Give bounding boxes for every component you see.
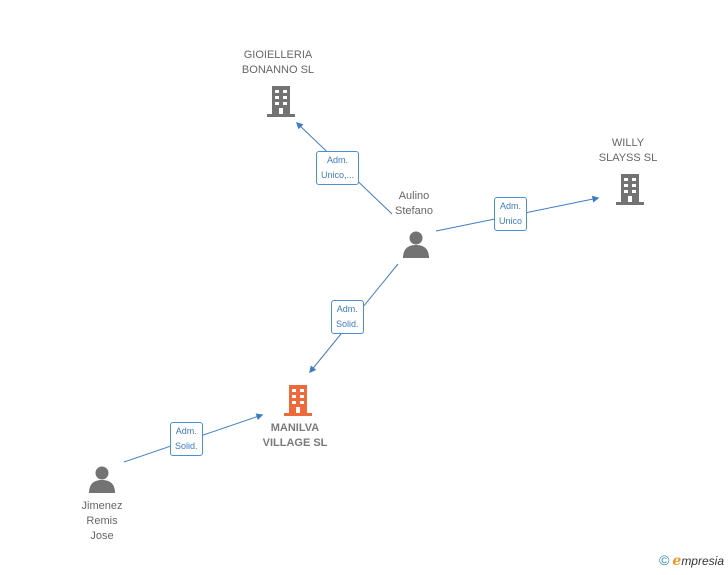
label-line: Jimenez [81, 500, 123, 512]
building-icon[interactable] [282, 383, 314, 417]
label-line: SLAYSS SL [598, 152, 658, 164]
edge-label-aulino-gioielleria[interactable]: Adm. Unico,... [316, 151, 360, 185]
edge-label-line: Unico,... [321, 170, 355, 180]
node-label-manilva[interactable]: MANILVA VILLAGE SL [245, 421, 345, 451]
label-line: GIOIELLERIA [243, 49, 313, 61]
person-icon[interactable] [401, 229, 431, 259]
building-icon[interactable] [265, 84, 297, 118]
edge-label-line: Solid. [175, 441, 198, 451]
node-label-willy[interactable]: WILLY SLAYSS SL [578, 136, 678, 166]
label-line: Jose [90, 530, 114, 542]
label-line: BONANNO SL [241, 64, 315, 76]
edge-label-line: Adm. [500, 201, 522, 211]
label-line: Aulino [398, 190, 430, 202]
node-label-aulino[interactable]: Aulino Stefano [364, 189, 464, 219]
brand-initial: e [672, 553, 682, 569]
edge-label-jimenez-manilva[interactable]: Adm. Solid. [170, 422, 203, 456]
label-line: VILLAGE SL [262, 437, 328, 449]
edge-label-line: Adm. [327, 155, 349, 165]
node-label-gioielleria[interactable]: GIOIELLERIA BONANNO SL [228, 48, 328, 78]
node-label-jimenez[interactable]: Jimenez Remis Jose [52, 499, 152, 544]
label-line: Remis [86, 515, 118, 527]
edge-label-aulino-manilva[interactable]: Adm. Solid. [331, 300, 364, 334]
building-icon[interactable] [614, 172, 646, 206]
brand-logo: ©empresia [659, 552, 724, 569]
edge-label-line: Unico [499, 216, 523, 226]
copyright-icon: © [659, 552, 670, 568]
edge-label-line: Adm. [175, 426, 197, 436]
person-icon[interactable] [87, 464, 117, 494]
edge-label-aulino-willy[interactable]: Adm. Unico [494, 197, 528, 231]
edge-label-line: Adm. [336, 304, 358, 314]
edge-label-line: Solid. [336, 319, 359, 329]
label-line: MANILVA [270, 422, 320, 434]
label-line: WILLY [611, 137, 645, 149]
label-line: Stefano [395, 205, 433, 217]
brand-name: mpresia [681, 554, 724, 568]
